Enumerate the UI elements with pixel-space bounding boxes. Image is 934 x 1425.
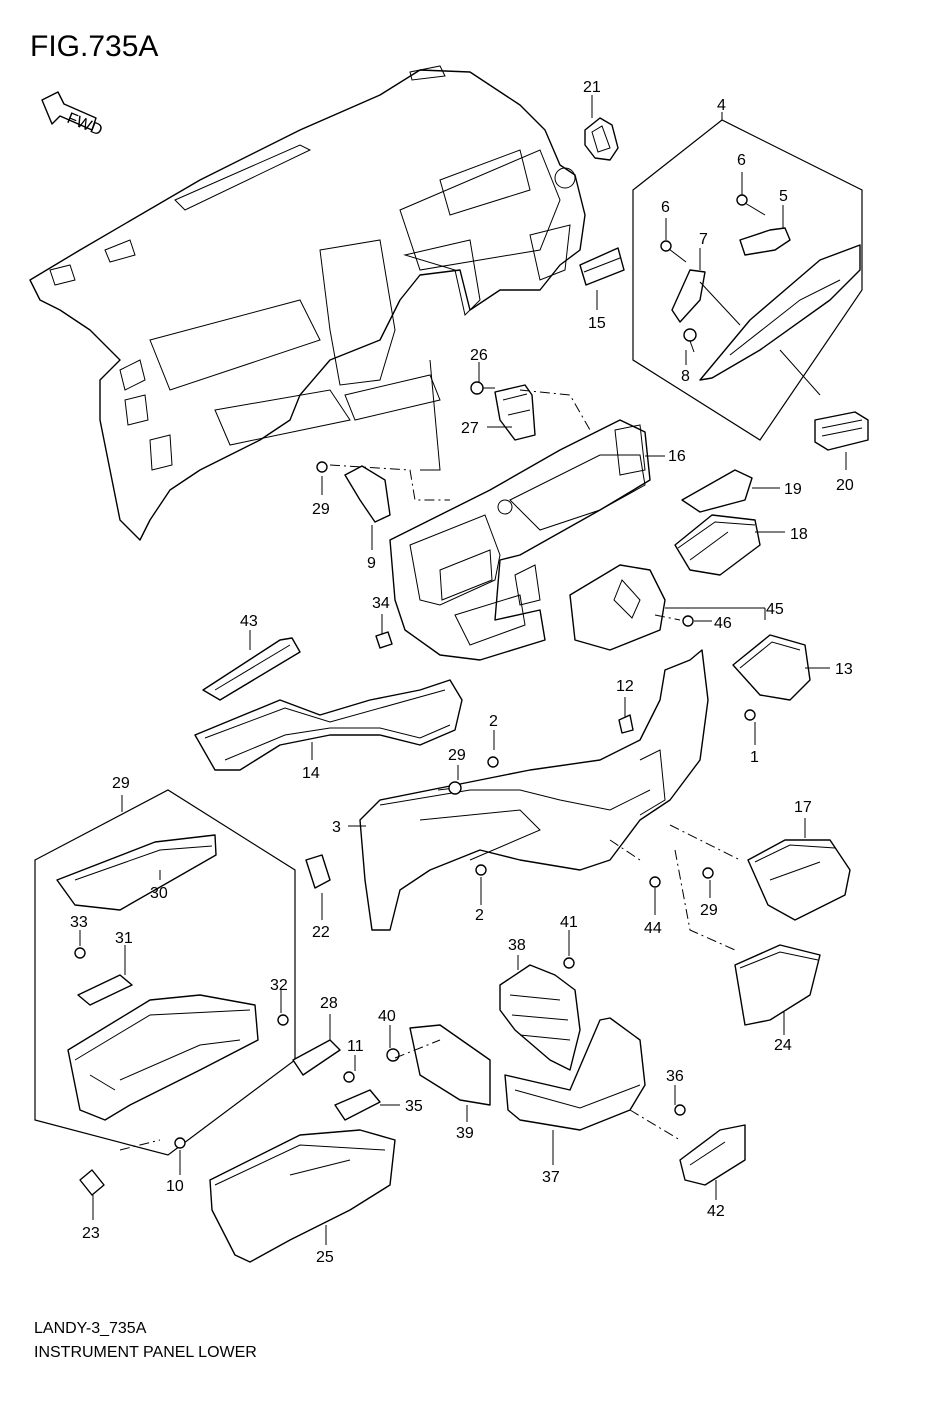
callout-41: 41 — [560, 914, 578, 931]
part-35 — [334, 1048, 400, 1121]
callout-25: 25 — [316, 1249, 334, 1266]
part-25 — [209, 1129, 396, 1263]
callout-29: 29 — [448, 747, 466, 764]
callout-6: 6 — [661, 199, 670, 216]
part-39 — [409, 1024, 491, 1106]
callout-24: 24 — [774, 1037, 792, 1054]
fwd-arrow-icon: FWD — [41, 91, 105, 139]
part-15 — [579, 247, 625, 286]
callout-7: 7 — [699, 231, 708, 248]
callout-18: 18 — [790, 526, 808, 543]
part-45 — [569, 564, 694, 651]
callout-37: 37 — [542, 1169, 560, 1186]
callout-42: 42 — [707, 1203, 725, 1220]
group-box-29 — [34, 789, 296, 1156]
part-9 — [316, 461, 391, 523]
callout-2: 2 — [475, 907, 484, 924]
callout-43: 43 — [240, 613, 258, 630]
part-22 — [305, 854, 331, 889]
callout-17: 17 — [794, 799, 812, 816]
callout-8: 8 — [681, 368, 690, 385]
callout-30: 30 — [150, 885, 168, 902]
callout-32: 32 — [270, 977, 288, 994]
part-21 — [584, 117, 619, 161]
callout-9: 9 — [367, 555, 376, 572]
part-18 — [674, 514, 761, 576]
figure-code: LANDY-3_735A — [34, 1320, 147, 1337]
part-34 — [375, 631, 393, 649]
callout-22: 22 — [312, 924, 330, 941]
callout-31: 31 — [115, 930, 133, 947]
callout-33: 33 — [70, 914, 88, 931]
callout-39: 39 — [456, 1125, 474, 1142]
figure-title: FIG.735A — [30, 30, 159, 63]
callout-12: 12 — [616, 678, 634, 695]
part-17 — [702, 839, 851, 921]
callout-23: 23 — [82, 1225, 100, 1242]
callout-19: 19 — [784, 481, 802, 498]
part-43 — [202, 637, 301, 701]
part-37 — [504, 1017, 686, 1131]
part-27 — [470, 381, 536, 441]
callout-11: 11 — [347, 1038, 364, 1055]
callout-29: 29 — [312, 501, 330, 518]
callout-3: 3 — [332, 819, 341, 836]
part-44 — [649, 876, 661, 888]
callout-44: 44 — [644, 920, 662, 937]
callout-29: 29 — [700, 902, 718, 919]
callout-labels: 21 4 6 6 5 7 8 15 26 27 16 20 19 18 29 9… — [70, 79, 854, 1266]
part-19 — [681, 469, 753, 513]
part-42 — [679, 1124, 746, 1186]
part-13 — [732, 634, 811, 721]
callout-6: 6 — [737, 152, 746, 169]
group-box-4 — [632, 119, 863, 441]
callout-36: 36 — [666, 1068, 684, 1085]
callout-10: 10 — [166, 1178, 184, 1195]
part-24 — [734, 944, 821, 1026]
callout-27: 27 — [461, 420, 479, 437]
callout-46: 46 — [714, 615, 732, 632]
callout-45: 45 — [766, 601, 784, 618]
callout-5: 5 — [779, 188, 788, 205]
part-12 — [618, 714, 634, 734]
callout-1: 1 — [750, 749, 759, 766]
callout-28: 28 — [320, 995, 338, 1012]
part-16 — [389, 419, 651, 661]
upper-instrument-panel — [29, 65, 586, 541]
callout-2: 2 — [489, 713, 498, 730]
callout-34: 34 — [372, 595, 390, 612]
part-20 — [814, 411, 869, 451]
callout-35: 35 — [405, 1098, 423, 1115]
part-3 — [359, 649, 709, 931]
callout-13: 13 — [835, 661, 853, 678]
part-28 — [292, 1039, 341, 1076]
callout-16: 16 — [668, 448, 686, 465]
part-23 — [79, 1137, 186, 1196]
figure-name: INSTRUMENT PANEL LOWER — [34, 1344, 257, 1361]
callout-26: 26 — [470, 347, 488, 364]
callout-21: 21 — [583, 79, 601, 96]
callout-40: 40 — [378, 1008, 396, 1025]
part-38 — [499, 957, 581, 1071]
callout-4: 4 — [717, 97, 726, 114]
callout-14: 14 — [302, 765, 320, 782]
callout-29: 29 — [112, 775, 130, 792]
part-14 — [194, 679, 463, 771]
callout-38: 38 — [508, 937, 526, 954]
callout-15: 15 — [588, 315, 606, 332]
callout-20: 20 — [836, 477, 854, 494]
leader-lines — [79, 95, 847, 1245]
assembly-lines — [119, 389, 741, 1151]
